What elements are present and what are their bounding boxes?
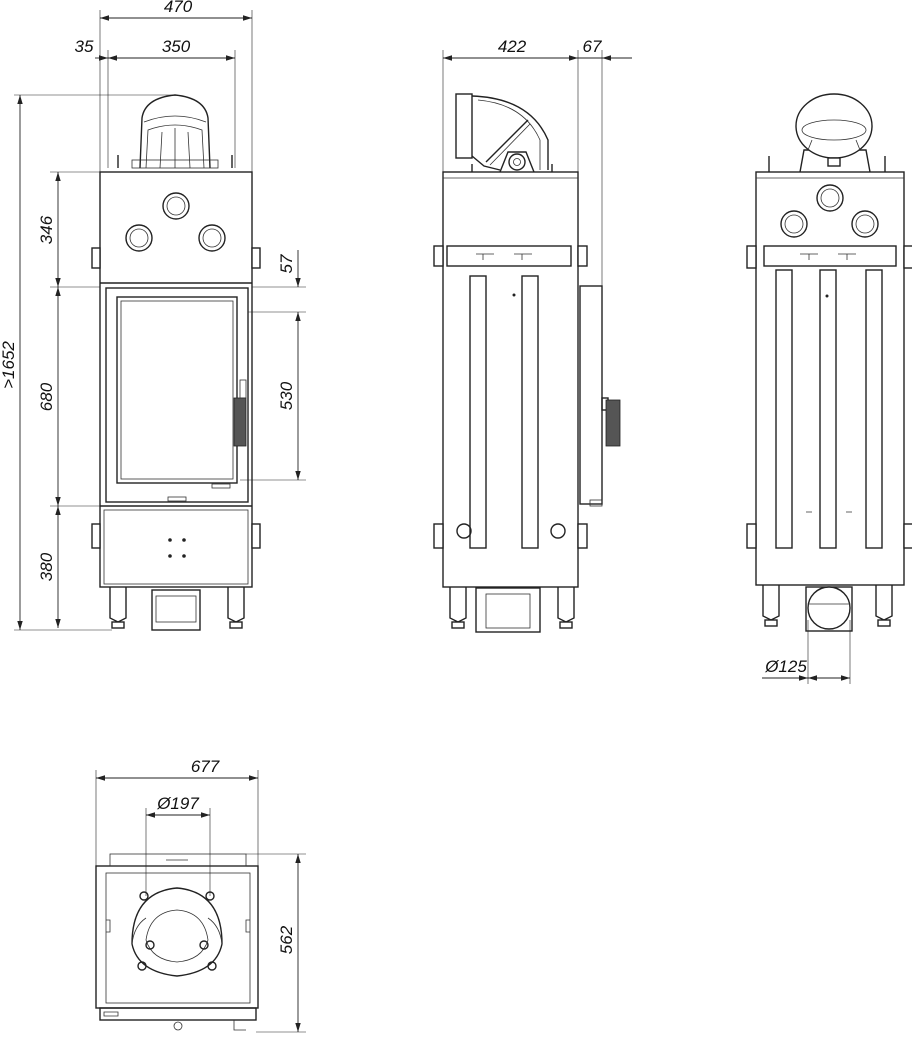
dim-front-inner-width: 350 bbox=[162, 37, 191, 56]
front-body bbox=[91, 171, 261, 588]
dim-side-extra: 67 bbox=[583, 37, 602, 56]
front-flue-collar bbox=[117, 94, 233, 169]
rear-dimensions: Ø125 bbox=[762, 620, 851, 684]
dim-door-height: 680 bbox=[37, 382, 56, 411]
rear-flue-collar bbox=[768, 93, 886, 173]
front-legs bbox=[109, 587, 245, 631]
front-view bbox=[91, 94, 261, 631]
side-legs bbox=[449, 587, 575, 633]
dim-side-depth: 422 bbox=[498, 37, 527, 56]
dim-plan-depth: 562 bbox=[277, 925, 296, 954]
dim-glass-height: 530 bbox=[277, 381, 296, 410]
dim-flue-diameter: Ø197 bbox=[156, 794, 199, 813]
dim-top-height: 346 bbox=[37, 215, 56, 244]
rear-view bbox=[746, 93, 912, 632]
front-door bbox=[105, 287, 249, 503]
dim-base-height: 380 bbox=[37, 552, 56, 581]
side-flue-elbow bbox=[455, 93, 553, 173]
side-door-profile bbox=[579, 285, 621, 507]
rear-legs bbox=[762, 585, 893, 632]
top-view bbox=[95, 853, 259, 1031]
front-outlet-holes bbox=[125, 192, 226, 252]
rear-body bbox=[746, 171, 912, 586]
top-dimensions: 677 Ø197 562 bbox=[95, 757, 306, 1033]
front-base-panel bbox=[103, 509, 249, 585]
dim-outlet-diameter: Ø125 bbox=[764, 657, 807, 676]
dim-door-top-gap: 57 bbox=[277, 254, 296, 273]
dim-front-offset: 35 bbox=[75, 37, 94, 56]
dim-front-width: 470 bbox=[164, 0, 193, 16]
side-dimensions: 422 67 bbox=[442, 37, 632, 290]
dim-total-height: >1652 bbox=[0, 341, 18, 389]
dim-plan-width: 677 bbox=[191, 757, 220, 776]
front-dimensions: 470 35 350 >1652 346 680 380 57 530 bbox=[0, 0, 306, 631]
side-body bbox=[433, 171, 588, 588]
side-view bbox=[433, 93, 621, 633]
